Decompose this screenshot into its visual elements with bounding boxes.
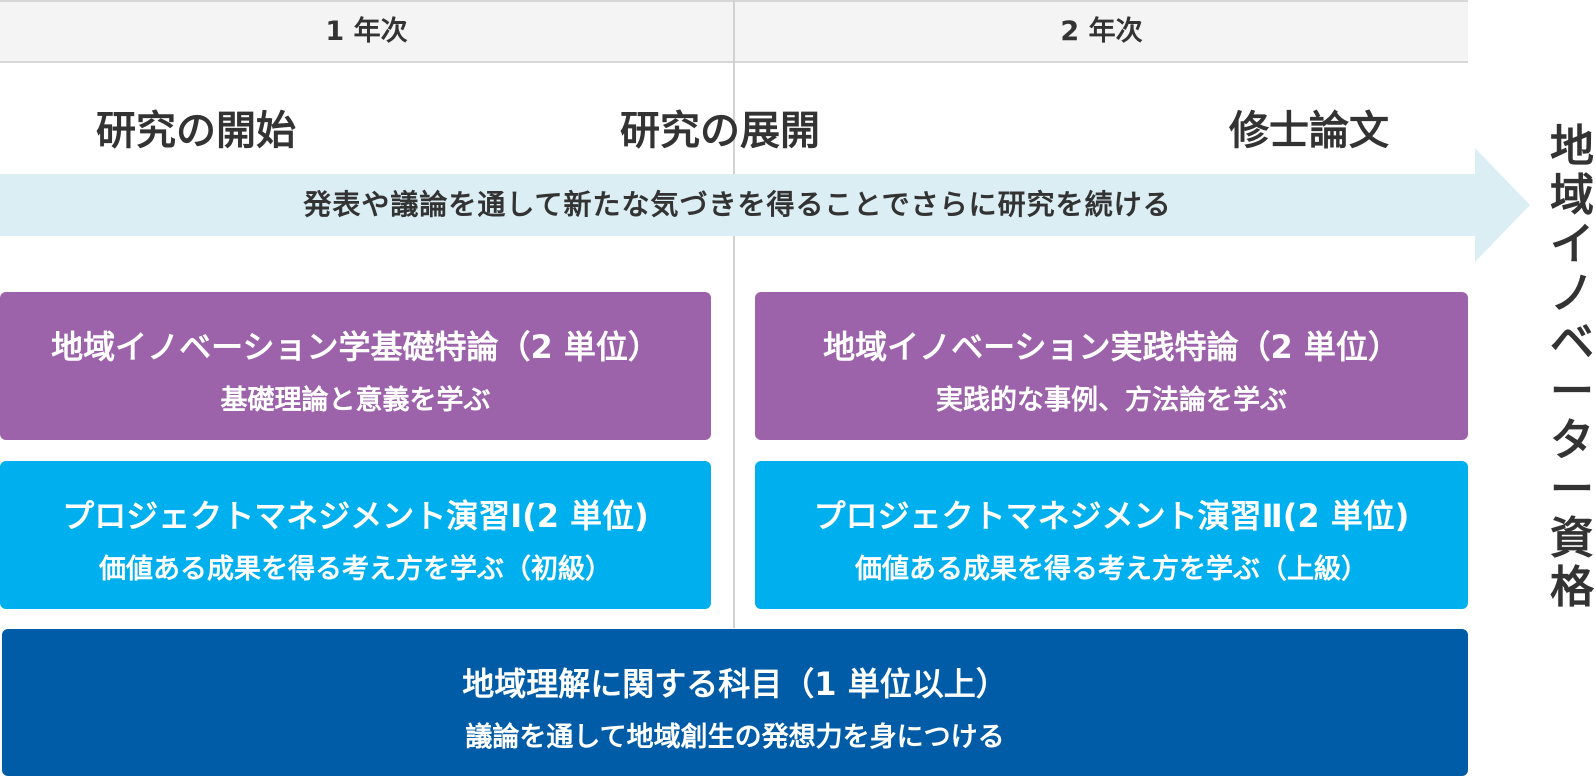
progress-arrow-band (0, 174, 1475, 236)
progress-arrow-text: 発表や議論を通して新たな気づきを得ることでさらに研究を続ける (303, 188, 1172, 221)
course-title: 地域イノベーション実践特論（2 単位） (823, 328, 1400, 366)
course-title: 地域イノベーション学基礎特論（2 単位） (51, 328, 660, 366)
course-card-project-management-1: プロジェクトマネジメント演習Ⅰ(2 単位) 価値ある成果を得る考え方を学ぶ（初級… (0, 461, 711, 609)
course-subtitle: 価値ある成果を得る考え方を学ぶ（初級） (99, 554, 612, 585)
course-subtitle: 価値ある成果を得る考え方を学ぶ（上級） (855, 554, 1368, 585)
outcome-qualification: 地域イノベーター資格 (1550, 121, 1594, 613)
year-1-label: 1 年次 (325, 16, 408, 47)
year-divider (733, 0, 735, 628)
phase-research-development: 研究の展開 (620, 108, 820, 154)
phase-research-start: 研究の開始 (96, 108, 296, 154)
course-subtitle: 議論を通して地域創生の発想力を身につける (465, 722, 1005, 753)
phase-master-thesis: 修士論文 (1229, 108, 1389, 154)
course-card-basic-theory: 地域イノベーション学基礎特論（2 単位） 基礎理論と意義を学ぶ (0, 292, 711, 440)
year-2-label: 2 年次 (1060, 16, 1143, 47)
course-card-project-management-2: プロジェクトマネジメント演習Ⅱ(2 単位) 価値ある成果を得る考え方を学ぶ（上級… (755, 461, 1468, 609)
course-card-practice-theory: 地域イノベーション実践特論（2 単位） 実践的な事例、方法論を学ぶ (755, 292, 1468, 440)
course-subtitle: 実践的な事例、方法論を学ぶ (936, 385, 1287, 416)
progress-arrow-head (1475, 148, 1530, 262)
course-title: プロジェクトマネジメント演習Ⅰ(2 単位) (62, 497, 649, 535)
course-card-regional-understanding: 地域理解に関する科目（1 単位以上） 議論を通して地域創生の発想力を身につける (2, 629, 1468, 776)
course-title: 地域理解に関する科目（1 単位以上） (462, 665, 1008, 703)
course-subtitle: 基礎理論と意義を学ぶ (220, 385, 491, 416)
course-title: プロジェクトマネジメント演習Ⅱ(2 単位) (813, 497, 1410, 535)
